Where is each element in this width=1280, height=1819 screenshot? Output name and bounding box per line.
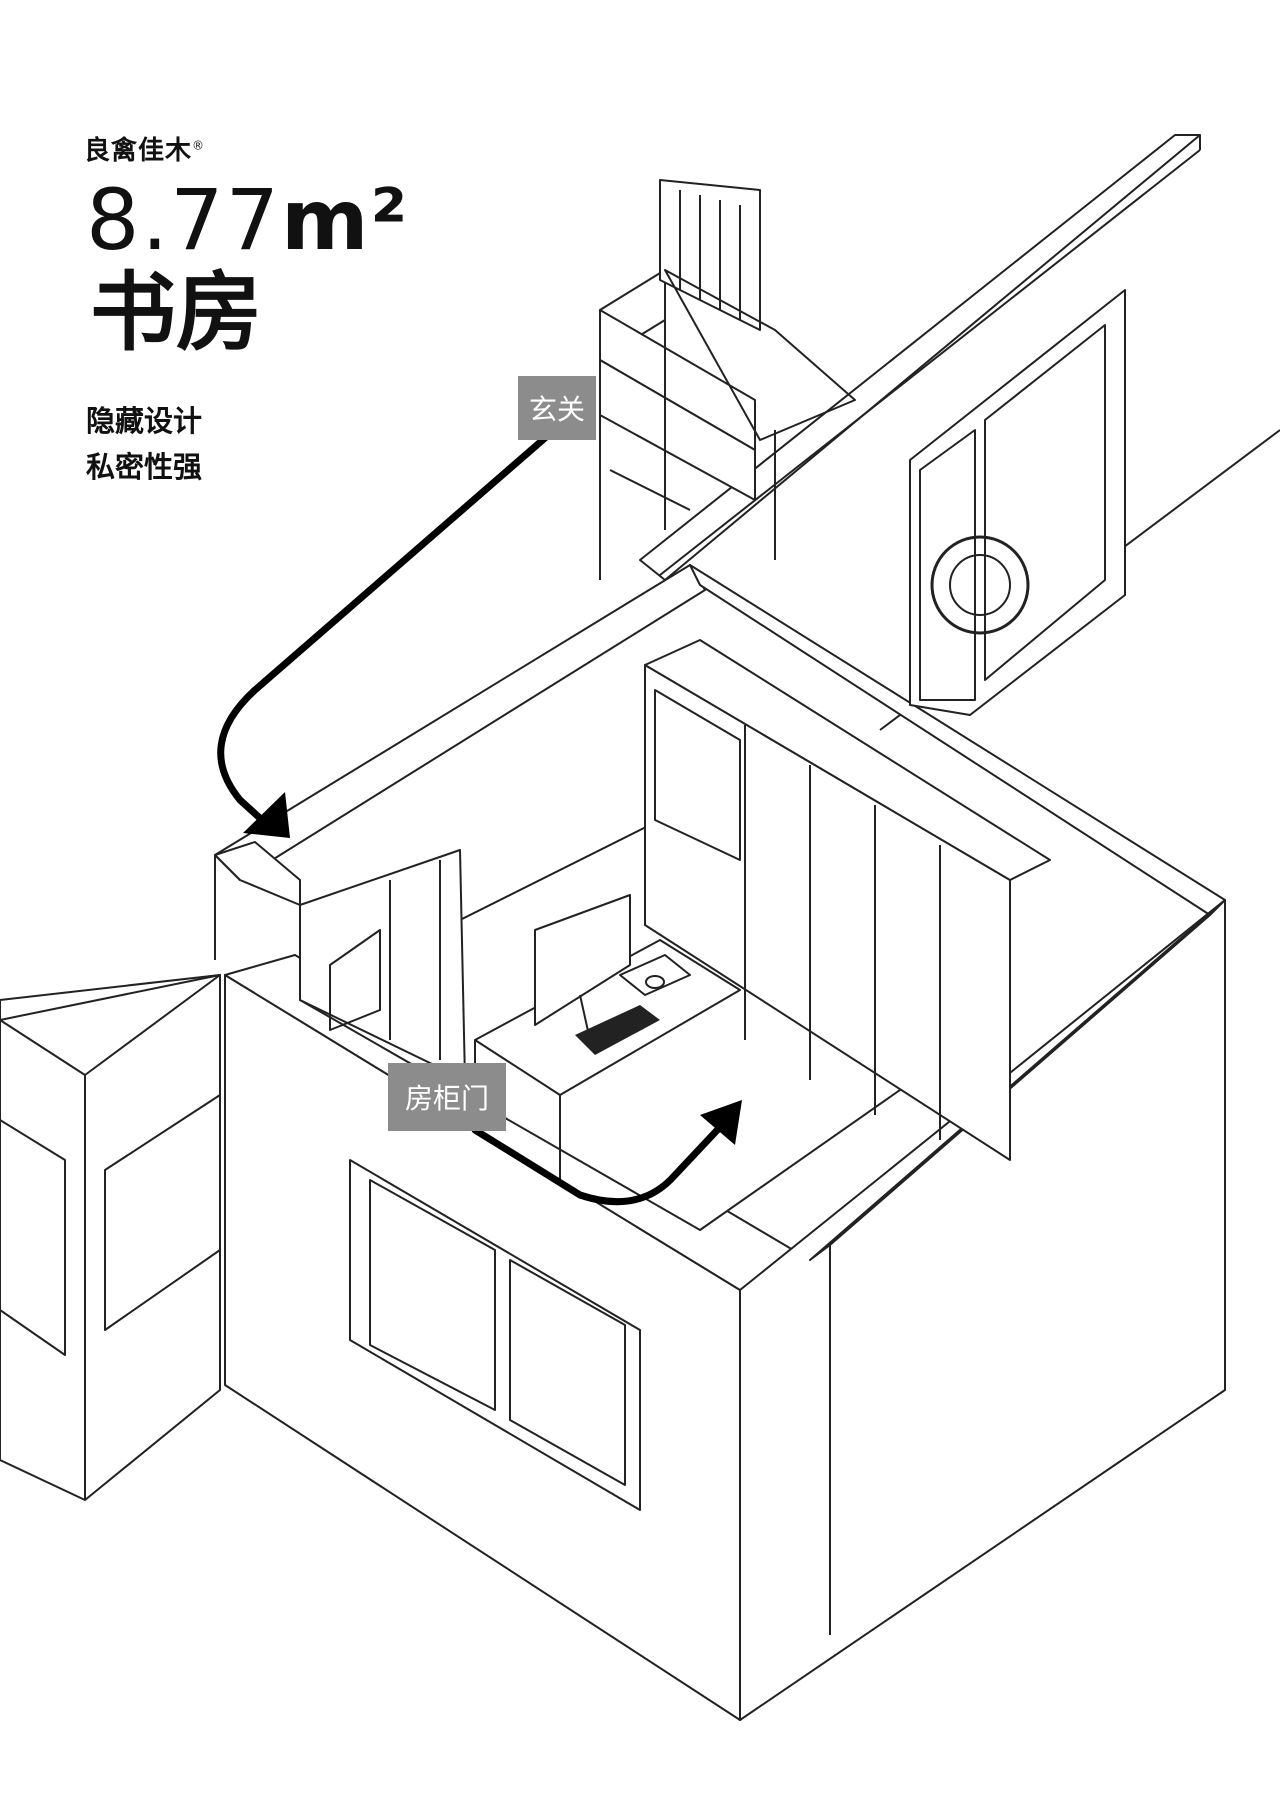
room-title: 书房 xyxy=(90,263,262,363)
label-cabinet-door: 房柜门 xyxy=(388,1063,506,1131)
feature-list: 隐藏设计 私密性强 xyxy=(86,398,202,490)
route-arrows xyxy=(217,434,742,1206)
registered-mark: ® xyxy=(192,138,206,153)
desk-area xyxy=(474,894,741,1180)
left-wing xyxy=(0,974,221,1501)
entrance-cabinet xyxy=(599,179,856,580)
brand-name: 良禽佳木 xyxy=(84,136,193,166)
label-entrance: 玄关 xyxy=(518,376,596,440)
front-window xyxy=(349,1159,641,1511)
brand-logo: 良禽佳木® xyxy=(84,130,205,167)
room-area: 8.77m² xyxy=(86,178,409,262)
area-value: 8.77 xyxy=(86,171,282,269)
feature-item: 私密性强 xyxy=(86,450,203,484)
area-unit: m² xyxy=(281,171,410,269)
feature-item: 隐藏设计 xyxy=(86,404,203,438)
double-door xyxy=(909,289,1126,716)
wardrobe xyxy=(644,639,1051,1161)
